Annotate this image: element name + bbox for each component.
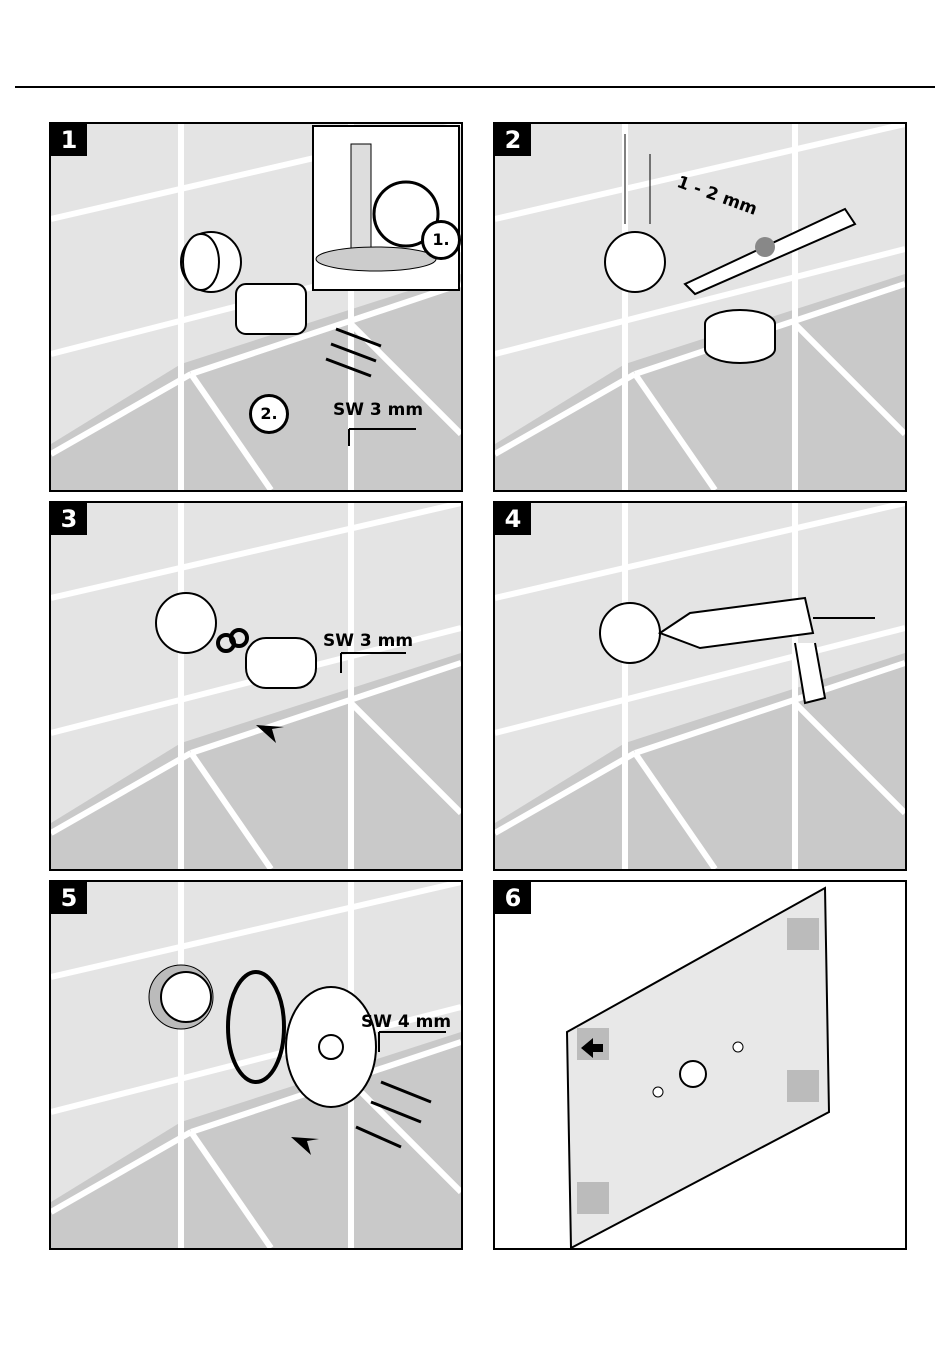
tile-grout-line — [632, 751, 718, 869]
header-rule — [15, 86, 935, 88]
tile-grout-line — [495, 124, 905, 222]
tile-grout-line — [792, 700, 905, 816]
substep-2-marker: 2. — [249, 394, 289, 434]
tile-grout-line — [51, 1004, 461, 1115]
tile-grout-line — [51, 503, 461, 601]
step-1-illustration — [51, 124, 461, 490]
step-number-badge: 5 — [51, 882, 87, 914]
tile-grout-line — [495, 625, 905, 736]
tile-grout-line — [632, 372, 718, 490]
tile-grout-line — [188, 751, 274, 869]
step-number-badge: 1 — [51, 124, 87, 156]
substep-1-marker: 1. — [421, 220, 461, 260]
tile-wall-background — [495, 503, 905, 869]
step-number-badge: 4 — [495, 503, 531, 535]
tile-grout-line — [634, 660, 905, 756]
step-number-badge: 6 — [495, 882, 531, 914]
step-number-badge: 3 — [51, 503, 87, 535]
tile-grout-line — [188, 1130, 274, 1248]
tile-wall-background — [51, 503, 461, 869]
step-5-illustration — [51, 882, 461, 1248]
step-number-badge: 2 — [495, 124, 531, 156]
tool-size-label: SW 3 mm — [333, 400, 424, 420]
tile-grout-line — [348, 700, 461, 816]
tile-grout-line — [190, 660, 461, 756]
step-4-panel: 4 — [493, 501, 907, 871]
tile-grout-line — [495, 371, 637, 457]
tile-grout-line — [495, 750, 637, 836]
tile-grout-line — [51, 750, 193, 836]
tile-grout-line — [51, 1129, 193, 1215]
tool-size-label: SW 4 mm — [361, 1012, 452, 1032]
tile-grout-line — [495, 503, 905, 601]
tile-grout-line — [51, 882, 461, 980]
tile-grout-line — [188, 372, 274, 490]
step-4-illustration — [495, 503, 905, 869]
step-3-illustration — [51, 503, 461, 869]
step-3-panel: 3 SW 3 mm — [49, 501, 463, 871]
tile-grout-line — [348, 1079, 461, 1195]
tool-size-label: SW 3 mm — [323, 631, 414, 651]
step-1-panel: 1 1. 2. SW 3 mm — [49, 122, 463, 492]
step-6-illustration — [565, 886, 831, 1248]
tile-grout-line — [495, 246, 905, 357]
step-2-illustration — [495, 124, 905, 490]
step-5-panel: 5 SW 4 mm — [49, 880, 463, 1250]
tile-grout-line — [792, 321, 905, 437]
tile-grout-line — [51, 371, 193, 457]
tile-grout-line — [190, 281, 461, 377]
tile-wall-background — [51, 882, 461, 1248]
step-6-panel: 6 — [493, 880, 907, 1250]
step-2-panel: 2 1 - 2 mm — [493, 122, 907, 492]
